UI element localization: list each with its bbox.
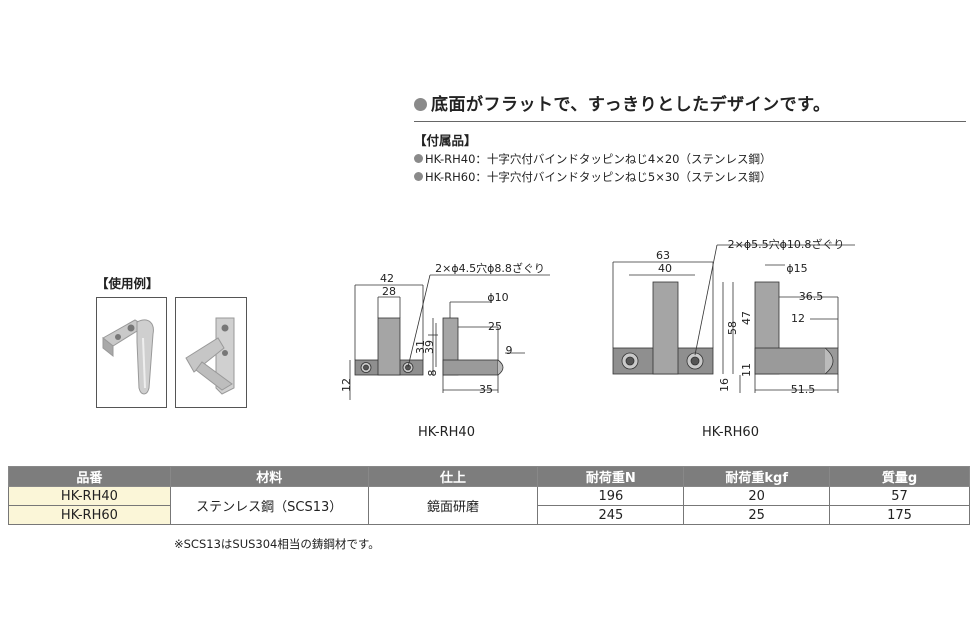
header-mass: 質量g	[829, 466, 970, 487]
dim-11: 11	[740, 363, 753, 377]
dim-28: 28	[382, 285, 396, 298]
dim-8: 8	[426, 370, 439, 377]
bullet-icon	[414, 154, 423, 163]
finish-cell: 鏡面研磨	[367, 486, 539, 525]
header-load-kgf: 耐荷重kgf	[683, 466, 831, 487]
usage-photo-1	[96, 297, 167, 408]
divider	[414, 121, 966, 122]
dim-12: 12	[340, 378, 353, 392]
bullet-icon	[414, 172, 423, 181]
rh60-drawing: 63 40 58 47 11 16 ϕ15 36.5 12 51.5 2×ϕ5.…	[612, 237, 855, 396]
headline: 底面がフラットで、すっきりとしたデザインです。	[414, 90, 830, 115]
dim-58: 58	[726, 321, 739, 335]
load-n-cell: 245	[537, 505, 685, 525]
dim-40: 40	[658, 262, 672, 275]
rh60-hole-note: 2×ϕ5.5穴ϕ10.8ざぐり	[728, 237, 845, 251]
load-kgf-cell: 25	[683, 505, 831, 525]
accessories-title: 【付属品】	[414, 133, 477, 148]
dim-phi15: ϕ15	[786, 262, 807, 275]
part-number-cell: HK-RH40	[8, 486, 171, 506]
hook-photo-image	[102, 319, 154, 395]
dim-47: 47	[740, 311, 753, 325]
table-header-row: 品番 材料 仕上 耐荷重N 耐荷重kgf 質量g	[8, 466, 970, 487]
accessory-item: HK-RH40：十字穴付バインドタッピンねじ4×20（ステンレス鋼）	[414, 151, 772, 167]
hook-photo-image	[185, 317, 235, 395]
dim-16: 16	[718, 378, 731, 392]
footnote: ※SCS13はSUS304相当の鋳鋼材です。	[174, 537, 380, 551]
mass-cell: 57	[829, 486, 970, 506]
dim-phi10: ϕ10	[487, 291, 508, 304]
table-row: HK-RH40 ステンレス鋼（SCS13） 鏡面研磨 196 20 57	[8, 486, 970, 525]
dim-12: 12	[791, 312, 805, 325]
headline-text: 底面がフラットで、すっきりとしたデザインです。	[431, 95, 831, 115]
part-number-cell: HK-RH60	[8, 505, 171, 525]
load-n-cell: 196	[537, 486, 685, 506]
mass-cell: 175	[829, 505, 970, 525]
material-cell: ステンレス鋼（SCS13）	[169, 486, 369, 525]
usage-photo-2	[175, 297, 247, 408]
header-part-number: 品番	[8, 466, 171, 487]
usage-title: 【使用例】	[96, 276, 159, 291]
dim-31: 31	[414, 340, 427, 354]
header-load-n: 耐荷重N	[537, 466, 685, 487]
accessory-item: HK-RH60：十字穴付バインドタッピンねじ5×30（ステンレス鋼）	[414, 169, 772, 185]
dim-25: 25	[488, 320, 502, 333]
dim-35: 35	[479, 383, 493, 396]
rh40-hole-note: 2×ϕ4.5穴ϕ8.8ざぐり	[435, 261, 545, 275]
spec-table: 品番 材料 仕上 耐荷重N 耐荷重kgf 質量g HK-RH40 ステンレス鋼（…	[8, 466, 970, 525]
header-material: 材料	[169, 466, 369, 487]
rh60-caption: HK-RH60	[702, 425, 759, 440]
load-kgf-cell: 20	[683, 486, 831, 506]
dim-51-5: 51.5	[791, 383, 816, 396]
rh40-drawing: 42 28 39 31 12 8 ϕ10 25 9 35 2×ϕ4.5穴ϕ8.8…	[340, 261, 550, 400]
dim-63: 63	[656, 249, 670, 262]
rh40-caption: HK-RH40	[418, 425, 475, 440]
table-row: HK-RH60 245 25 175	[8, 505, 970, 525]
header-finish: 仕上	[367, 466, 539, 487]
bullet-icon	[414, 98, 427, 111]
dim-9: 9	[506, 344, 513, 357]
dim-39: 39	[423, 340, 436, 354]
dim-36-5: 36.5	[799, 290, 824, 303]
dim-42: 42	[380, 272, 394, 285]
